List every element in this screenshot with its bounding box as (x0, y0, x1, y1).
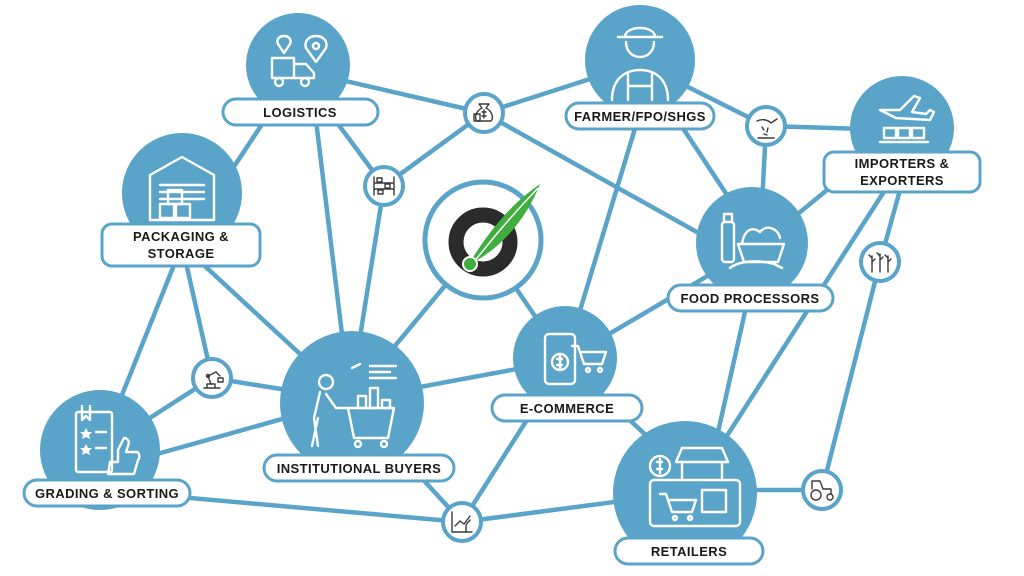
node-institutional-buyers (280, 331, 424, 475)
label-importers-exporters: IMPORTERS & EXPORTERS (822, 150, 982, 194)
label-e-commerce: E-COMMERCE (490, 393, 644, 423)
node-retailers (613, 421, 757, 565)
tractor-icon (810, 480, 834, 501)
label-institutional-buyers-text: INSTITUTIONAL BUYERS (277, 461, 442, 476)
wheat-icon (868, 252, 892, 273)
farmer-icon (610, 26, 670, 102)
small-node-growth-chart (441, 501, 483, 543)
storefront-icon (648, 446, 742, 528)
small-node-money-bag (463, 92, 505, 134)
hand-sowing-icon (756, 118, 778, 139)
delivery-truck-map-pin-icon (270, 34, 328, 88)
label-retailers: RETAILERS (613, 536, 765, 566)
small-node-warehouse-rack (363, 165, 405, 207)
label-importers-line2: EXPORTERS (860, 173, 944, 188)
label-grading-sorting-text: GRADING & SORTING (35, 486, 179, 501)
label-packaging-line1: PACKAGING & (133, 229, 229, 244)
small-node-hand-sowing (745, 105, 787, 147)
node-farmer (585, 5, 695, 115)
small-node-wheat (859, 241, 901, 283)
center-logo (422, 179, 544, 301)
label-logistics: LOGISTICS (221, 97, 380, 127)
label-retailers-text: RETAILERS (651, 544, 727, 559)
label-institutional-buyers: INSTITUTIONAL BUYERS (262, 453, 456, 483)
small-node-tractor (801, 469, 843, 511)
mobile-shopping-icon (543, 332, 608, 386)
label-farmer-text: FARMER/FPO/SHGS (574, 109, 706, 124)
node-logistics (246, 13, 350, 117)
food-basket-icon (720, 212, 786, 270)
label-importers-line1: IMPORTERS & (855, 156, 950, 171)
rating-thumbs-up-icon (74, 404, 141, 476)
money-bag-icon (473, 103, 494, 122)
warehouse-icon (148, 155, 216, 222)
shopping-cart-person-icon (310, 362, 398, 449)
node-food-processors (696, 187, 808, 299)
small-node-robot-arm (191, 357, 233, 399)
robot-arm-icon (203, 371, 224, 389)
airplane-cargo-icon (878, 94, 936, 144)
label-food-processors: FOOD PROCESSORS (666, 283, 835, 313)
label-e-commerce-text: E-COMMERCE (520, 401, 614, 416)
label-food-processors-text: FOOD PROCESSORS (681, 291, 820, 306)
label-packaging-line2: STORAGE (148, 246, 215, 261)
leaf-logo-icon (448, 184, 540, 277)
node-e-commerce (513, 306, 617, 410)
growth-chart-icon (451, 511, 473, 533)
label-logistics-text: LOGISTICS (263, 105, 337, 120)
label-grading-sorting: GRADING & SORTING (22, 478, 192, 508)
warehouse-rack-icon (373, 176, 395, 196)
label-farmer: FARMER/FPO/SHGS (564, 101, 716, 131)
label-packaging-storage: PACKAGING & STORAGE (100, 222, 262, 268)
